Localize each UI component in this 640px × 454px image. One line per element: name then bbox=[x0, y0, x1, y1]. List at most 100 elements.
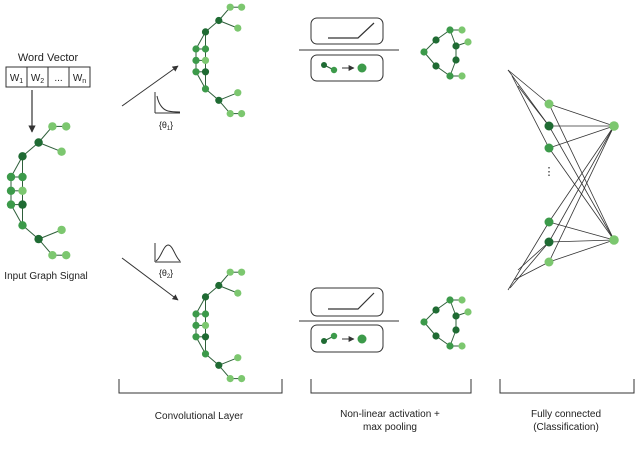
fc-input-edge bbox=[517, 85, 550, 127]
filter-curve-icon bbox=[155, 244, 181, 262]
graph-node bbox=[215, 361, 223, 369]
graph-node bbox=[192, 333, 200, 341]
pool-node-icon bbox=[330, 332, 338, 340]
pool-node-icon bbox=[330, 66, 338, 74]
fc-edge bbox=[548, 239, 615, 263]
graph-node bbox=[48, 251, 57, 260]
graph-node bbox=[201, 333, 210, 341]
fc-edge bbox=[548, 221, 615, 241]
pool-node-icon bbox=[321, 62, 327, 68]
fc-edge bbox=[548, 125, 615, 223]
graph-node bbox=[234, 289, 242, 297]
graph-node bbox=[61, 251, 71, 260]
filter-2: {θ2} bbox=[154, 243, 181, 280]
graph-node bbox=[18, 200, 27, 209]
fc-edge bbox=[548, 125, 615, 149]
fc-input-node bbox=[544, 217, 554, 227]
graph-node bbox=[446, 72, 454, 80]
graph-node bbox=[192, 68, 200, 76]
graph-node bbox=[432, 36, 440, 44]
section-label-activation: max pooling bbox=[363, 422, 417, 433]
graph-node bbox=[18, 172, 27, 182]
fc-input-node bbox=[544, 99, 554, 109]
input-graph bbox=[6, 122, 71, 260]
graph-node bbox=[201, 28, 210, 36]
filter-1: {θ1} bbox=[154, 92, 181, 132]
fc-edge bbox=[548, 125, 615, 263]
fully-connected-layer bbox=[507, 69, 619, 291]
pooled-graph-bottom bbox=[420, 296, 472, 350]
graph-node bbox=[192, 321, 200, 329]
graph-node bbox=[226, 268, 234, 276]
pool-node-icon bbox=[357, 63, 367, 73]
fc-input-edge bbox=[507, 221, 550, 291]
graph-node bbox=[215, 281, 223, 290]
section-brackets bbox=[118, 379, 635, 394]
relu-icon bbox=[328, 22, 375, 39]
graph-node bbox=[458, 26, 466, 34]
graph-node bbox=[432, 332, 440, 340]
pool-node-icon bbox=[357, 334, 367, 344]
section-label-activation: Non-linear activation + bbox=[340, 409, 440, 420]
fc-input-node bbox=[544, 257, 554, 267]
graph-node bbox=[234, 354, 242, 362]
word-vector-cell: ... bbox=[54, 73, 62, 84]
graph-node bbox=[452, 56, 460, 64]
graph-node bbox=[192, 56, 200, 64]
fc-edge bbox=[548, 125, 615, 243]
filter-curve-icon bbox=[156, 95, 181, 113]
graph-node bbox=[57, 225, 66, 235]
fc-edge bbox=[548, 103, 615, 127]
graph-node bbox=[432, 306, 440, 314]
fc-ellipsis: ⋮ bbox=[544, 166, 555, 178]
word-vector-title: Word Vector bbox=[18, 52, 79, 64]
filter-2-label: {θ2} bbox=[159, 268, 173, 280]
graph-node bbox=[446, 342, 454, 350]
fc-input-node bbox=[544, 143, 554, 153]
word-vector-cell: W1 bbox=[10, 73, 23, 85]
graph-node bbox=[226, 3, 234, 11]
graph-node bbox=[238, 375, 246, 383]
graph-node bbox=[452, 42, 460, 50]
graph-node bbox=[234, 89, 242, 97]
fc-input-node bbox=[544, 237, 554, 247]
fc-input-edge bbox=[509, 241, 550, 289]
relu-box bbox=[310, 287, 384, 317]
graph-node bbox=[192, 45, 200, 53]
graph-node bbox=[458, 72, 466, 80]
graph-node bbox=[6, 186, 16, 195]
graph-node bbox=[48, 122, 57, 131]
graph-node bbox=[432, 62, 440, 70]
pooled-graph-top bbox=[420, 26, 472, 80]
graph-node bbox=[201, 68, 210, 76]
filter-1-label: {θ1} bbox=[159, 120, 173, 132]
fc-input-edge bbox=[507, 69, 550, 105]
graph-layer bbox=[6, 3, 472, 383]
graph-node bbox=[215, 16, 223, 25]
graph-node bbox=[458, 342, 466, 350]
input-graph-label: Input Graph Signal bbox=[4, 271, 87, 282]
arrow-to-filter-2 bbox=[121, 257, 179, 301]
conv-graph-bottom bbox=[192, 268, 246, 383]
activation-pooling-bottom bbox=[299, 287, 399, 353]
graph-node bbox=[18, 186, 27, 195]
graph-node bbox=[57, 147, 66, 156]
graph-node bbox=[192, 310, 200, 318]
graph-node bbox=[464, 38, 472, 46]
fc-edge bbox=[548, 103, 615, 241]
bracket-fully-connected bbox=[499, 379, 635, 394]
graph-node bbox=[238, 3, 246, 11]
word-vector: Word Vector W1 W2 ... Wn bbox=[5, 52, 91, 88]
word-vector-cell: W2 bbox=[31, 73, 44, 85]
graph-node bbox=[6, 172, 16, 182]
graph-node bbox=[61, 122, 71, 131]
relu-icon bbox=[328, 292, 375, 310]
graph-node bbox=[34, 234, 43, 244]
graph-node bbox=[458, 296, 466, 304]
fc-edge bbox=[548, 239, 615, 243]
graph-node bbox=[6, 200, 16, 209]
bracket-activation bbox=[310, 379, 472, 394]
arrow-to-filter-1 bbox=[121, 65, 179, 107]
graph-node bbox=[201, 310, 210, 318]
